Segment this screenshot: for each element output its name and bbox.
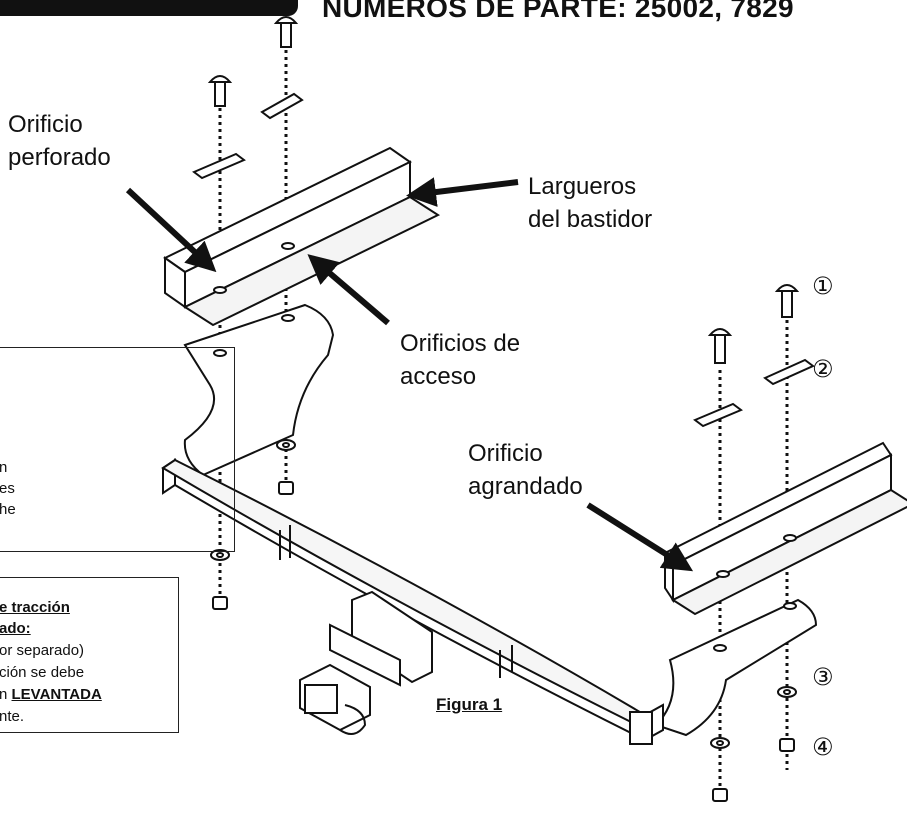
kit-line-5: n LEVANTADA (0, 686, 102, 703)
figure-caption: Figura 1 (436, 695, 503, 714)
page-title: NÚMEROS DE PARTE: 25002, 7829 (322, 0, 794, 23)
callout-enlarged-hole: Orificio agrandado (468, 440, 583, 500)
callout-access-holes: Orificios de acceso (400, 330, 521, 390)
header-bar (0, 0, 298, 16)
part-number-4: ④ (812, 733, 834, 761)
kit-heading-2: ado: (0, 620, 31, 637)
callout-drilled-hole: Orificio perforado (8, 111, 111, 171)
carriage-bolts (207, 16, 800, 364)
right-side-plate (654, 598, 818, 737)
callout-frame-rails: Largueros del bastidor (528, 173, 653, 233)
part-number-1: ① (812, 272, 834, 300)
right-frame-bracket (663, 441, 907, 616)
spacer-plates (192, 92, 815, 428)
receiver (299, 590, 433, 735)
kit-line-4: ción se debe (0, 664, 85, 681)
part-number-3: ③ (812, 663, 834, 691)
kit-line-3: or separado) (0, 642, 85, 659)
washers-and-nuts (210, 439, 797, 802)
part-number-2: ② (812, 355, 834, 383)
note-line: n (0, 459, 8, 476)
kit-heading-1: e tracción (0, 599, 70, 616)
note-line: he (0, 501, 16, 518)
kit-line-6: nte. (0, 708, 25, 725)
cross-tube (161, 458, 664, 745)
note-line: es (0, 480, 15, 497)
note-box: n es he (0, 347, 235, 552)
kit-emphasis: LEVANTADA (11, 686, 102, 703)
kit-note-box: e tracción ado: or separado) ción se deb… (0, 577, 179, 733)
callout-arrows (125, 177, 694, 572)
